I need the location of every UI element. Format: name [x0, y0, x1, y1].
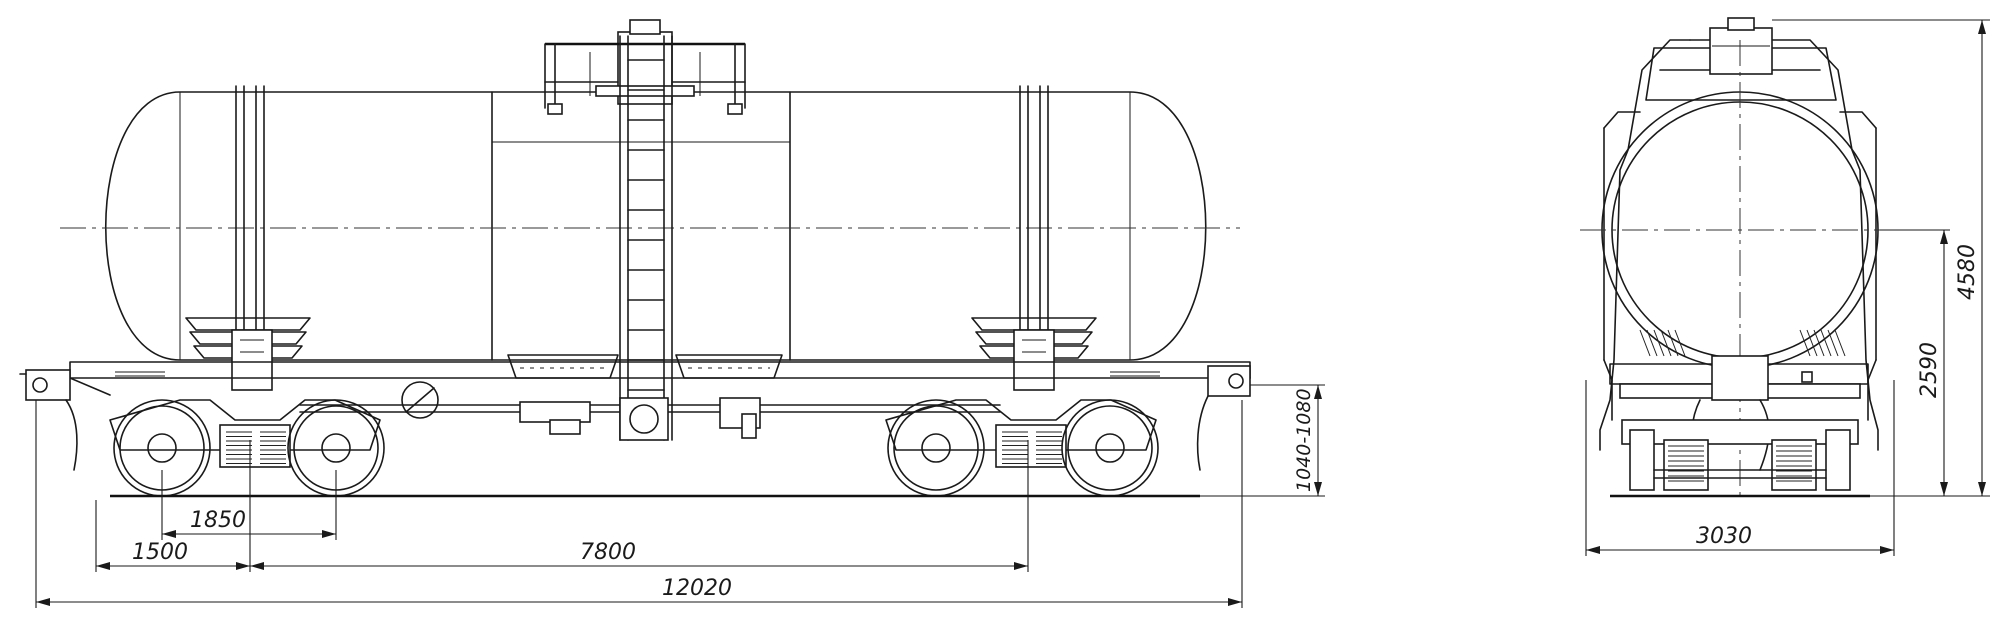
hatch-line [1813, 329, 1825, 357]
hatch-line [1639, 329, 1651, 357]
end-view [1580, 17, 1900, 500]
hatch-line [1660, 329, 1672, 357]
end-dimensions: 3030 2590 4580 [1585, 19, 1990, 556]
walkways [507, 354, 783, 379]
dim-overall-length: 12020 [662, 576, 732, 601]
hatch-line [1653, 329, 1665, 357]
dim-track-width: 3030 [1696, 524, 1752, 549]
dim-bogie-centers: 7800 [580, 540, 636, 565]
hatch-line [1799, 329, 1811, 357]
side-dimensions: 1850 1500 7800 12020 1040-1080 [35, 384, 1325, 608]
hatch-line [1827, 329, 1839, 357]
dim-axis-height: 2590 [1917, 342, 1942, 398]
bolster-stack-left [185, 317, 311, 391]
tank-body [60, 91, 1240, 361]
bogie-left [109, 399, 385, 497]
bolster-stack-right [971, 317, 1097, 391]
dim-overhang: 1500 [132, 540, 188, 565]
dim-coupler-height: 1040-1080 [1293, 388, 1315, 492]
brake-equipment [401, 381, 761, 441]
dome-and-platform [544, 19, 746, 115]
hatch-line [1674, 329, 1686, 357]
tank-straps [235, 85, 1049, 331]
hatch-line [1820, 329, 1832, 357]
hatch-line [1834, 329, 1846, 357]
ladder [619, 35, 673, 441]
coupler-left [19, 369, 78, 471]
dim-total-height: 4580 [1955, 244, 1980, 300]
hatch-line [1806, 329, 1818, 357]
hatch-line [1646, 329, 1658, 357]
dim-bogie-wheelbase: 1850 [190, 508, 246, 533]
side-view [19, 19, 1251, 498]
coupler-right [1196, 365, 1251, 471]
hatch-line [1667, 329, 1679, 357]
bogie-right [885, 399, 1159, 497]
